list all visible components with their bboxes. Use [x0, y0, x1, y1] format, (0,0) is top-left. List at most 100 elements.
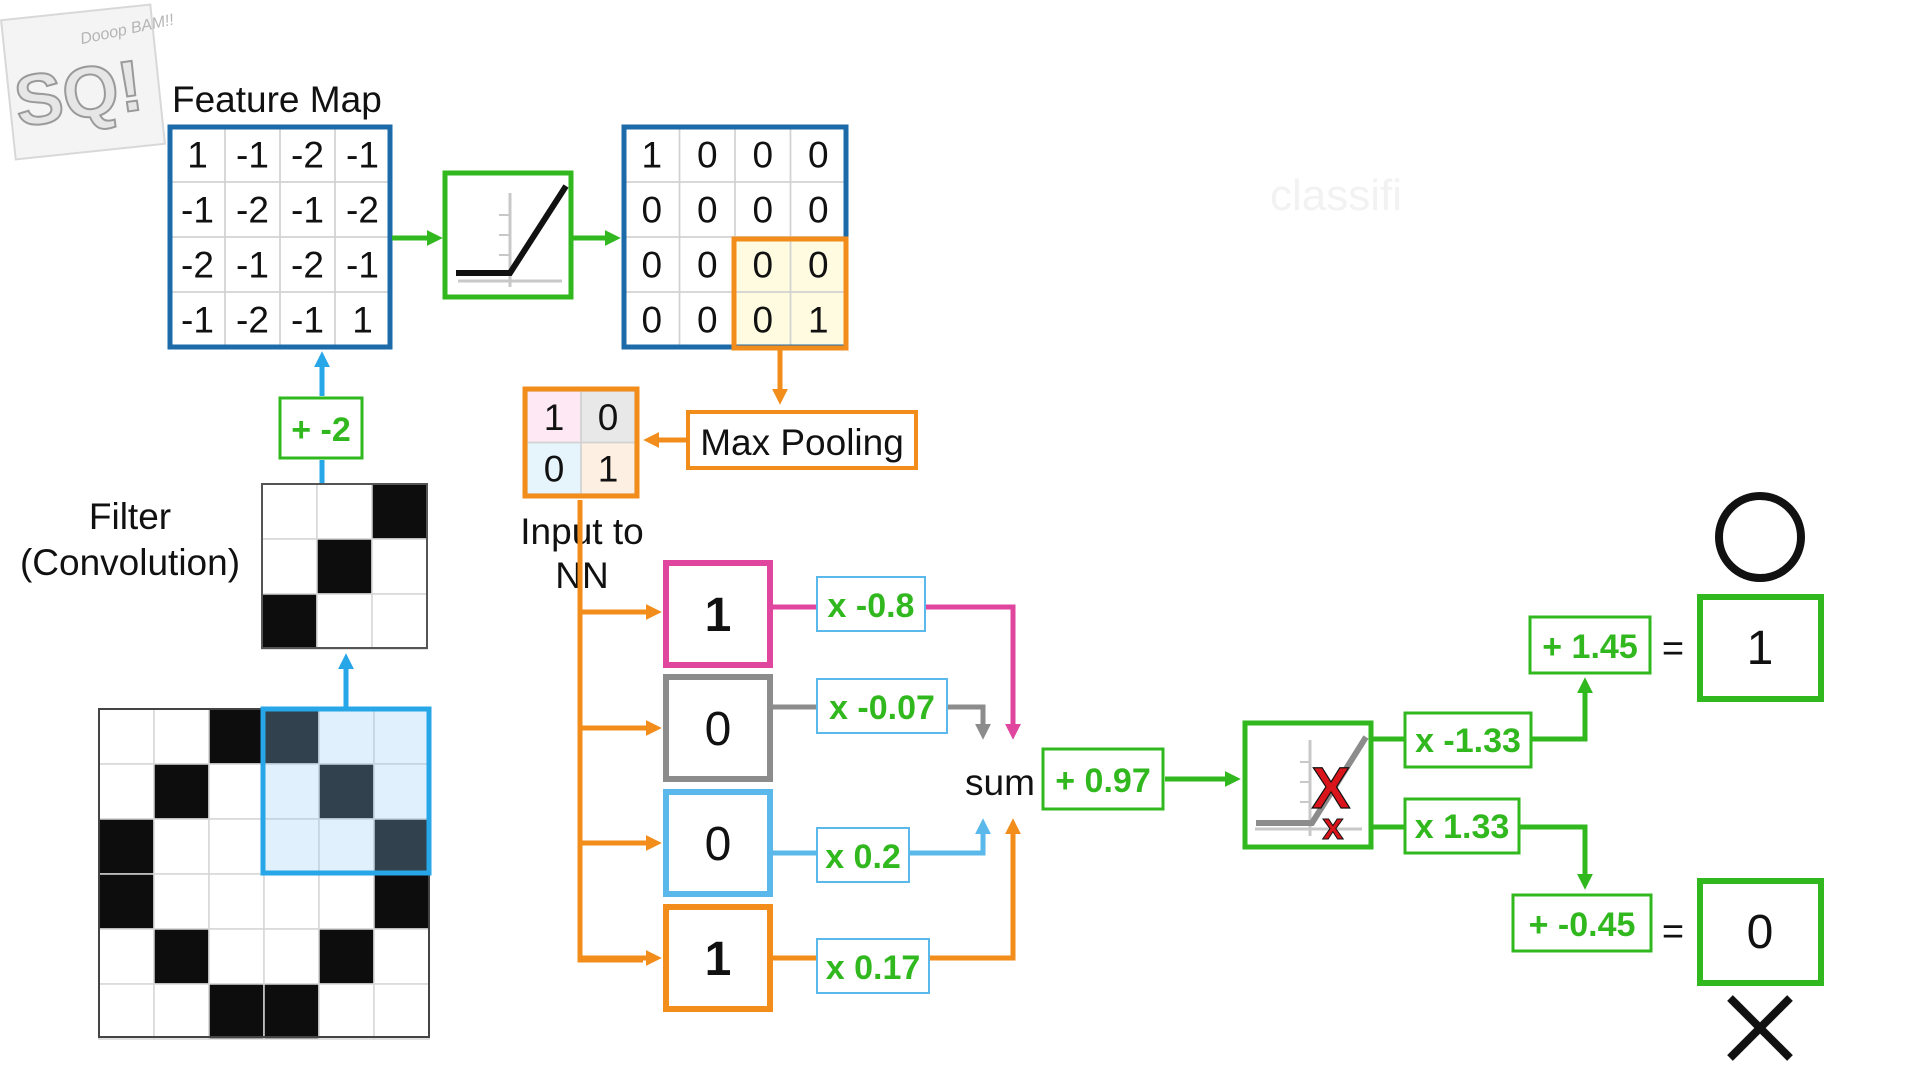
relu-output-cell: 0: [641, 245, 662, 286]
feature-map-cell: -1: [181, 300, 214, 341]
pooled-cell: 1: [544, 397, 565, 438]
sum-bias: + 0.97: [1055, 762, 1150, 800]
filter-pixel: [316, 593, 373, 650]
relu-box: [442, 170, 574, 300]
pooled-cell: 0: [544, 448, 565, 489]
input-image-pixel: [98, 983, 155, 1040]
max-pooling-label: Max Pooling: [700, 422, 904, 463]
input-image-pixel: [208, 873, 265, 930]
hidden-relu-box: X x: [1242, 720, 1374, 850]
nn-input-2-box: [663, 789, 773, 897]
filter-pixel: [316, 538, 373, 595]
cross-icon: [1727, 995, 1793, 1061]
hidden-weight-bottom: x 1.33: [1415, 808, 1510, 846]
feature-map-cell: -1: [291, 300, 324, 341]
relu-curve: [456, 184, 569, 276]
max-pooling-box: [686, 410, 918, 470]
input-image-pixel: [153, 928, 210, 985]
feature-map-cell: -2: [236, 300, 269, 341]
output-0-bias: + 1.45: [1542, 628, 1637, 666]
input-image-pixel: [208, 983, 265, 1040]
nn-input-3-box: [663, 904, 773, 1012]
feature-map-cell: -1: [236, 245, 269, 286]
relu-mark-large: X: [1312, 756, 1351, 821]
output-0-value: 1: [1747, 622, 1774, 675]
input-image-pixel: [373, 983, 430, 1040]
relu-output-cell: 0: [752, 245, 773, 286]
relu-output-cell: 0: [697, 190, 718, 231]
weight-0: x -0.8: [828, 587, 915, 625]
nn-input-0-box: [663, 560, 773, 668]
relu-output-cell: 0: [752, 135, 773, 176]
filter-pixel: [316, 483, 373, 540]
nn-input-1-value: 0: [705, 703, 732, 756]
relu-output-cell: 1: [641, 135, 662, 176]
pooled-cell: 1: [598, 448, 619, 489]
hidden-weight-bottom-box: [1403, 797, 1521, 855]
input-image-pixel: [153, 983, 210, 1040]
weight-2-box: [816, 827, 910, 883]
input-image-pixel: [318, 983, 375, 1040]
input-image-pixel: [208, 708, 265, 765]
pooled-cell: 0: [598, 397, 619, 438]
filter-pixel: [261, 483, 318, 540]
filter-pixel: [371, 593, 428, 650]
relu-output-cell: 0: [752, 300, 773, 341]
nn-input-0-value: 1: [705, 589, 732, 642]
relu-output-cell: 0: [697, 300, 718, 341]
filter-label-line1: Filter: [89, 496, 171, 537]
feature-map-cell: 1: [187, 135, 208, 176]
output-1-value: 0: [1747, 906, 1774, 959]
output-0-box: [1697, 594, 1824, 702]
filter-bias: + -2: [291, 411, 351, 449]
relu-output-cell: 0: [697, 135, 718, 176]
input-image-pixel: [153, 763, 210, 820]
input-image-pixel: [318, 873, 375, 930]
filter-window-tint: [263, 709, 429, 873]
weight-2: x 0.2: [825, 838, 901, 876]
input-image-pixel: [153, 708, 210, 765]
input-image-pixel: [263, 928, 320, 985]
pool-window-border: [731, 236, 849, 351]
relu-output-cell: 0: [808, 190, 829, 231]
feature-map-cell: -1: [346, 135, 379, 176]
feature-map-cell: -2: [236, 190, 269, 231]
feature-map-cell: -1: [236, 135, 269, 176]
relu-output-cell: 0: [808, 245, 829, 286]
statquest-logo: SQ! Dooop BAM!!: [0, 3, 176, 161]
hidden-weight-top-box: [1403, 711, 1533, 769]
input-image-pixel: [373, 873, 430, 930]
feature-map-cell: -2: [291, 135, 324, 176]
feature-map-cell: -2: [291, 245, 324, 286]
input-image-pixel: [318, 928, 375, 985]
ghost-text: classifi: [1270, 171, 1402, 220]
output-1-equals: =: [1662, 911, 1684, 953]
relu-output-cell: 0: [641, 190, 662, 231]
input-image-pixel: [153, 818, 210, 875]
filter-pixel: [371, 483, 428, 540]
feature-map-cell: -1: [346, 245, 379, 286]
input-image-pixel: [98, 928, 155, 985]
feature-map-border: [167, 124, 393, 350]
output-1-box: [1697, 878, 1824, 986]
output-0-equals: =: [1662, 628, 1684, 670]
feature-map-cell: -1: [181, 190, 214, 231]
relu-output-cell: 0: [697, 245, 718, 286]
input-image-pixel: [208, 928, 265, 985]
feature-map-cell: 1: [352, 300, 373, 341]
relu-output-cell: 1: [808, 300, 829, 341]
nn-input-3-value: 1: [705, 933, 732, 986]
input-image-pixel: [98, 763, 155, 820]
weight-3-box: [816, 938, 930, 994]
input-image-pixel: [98, 708, 155, 765]
logo-letters: SQ!: [10, 46, 148, 143]
filter-pixel: [371, 538, 428, 595]
feature-map-cell: -2: [346, 190, 379, 231]
relu-output-cell: 0: [641, 300, 662, 341]
relu-output-cell: 0: [808, 135, 829, 176]
weight-1-box: [816, 678, 948, 734]
feature-map-cell: -2: [181, 245, 214, 286]
input-image-pixel: [373, 928, 430, 985]
